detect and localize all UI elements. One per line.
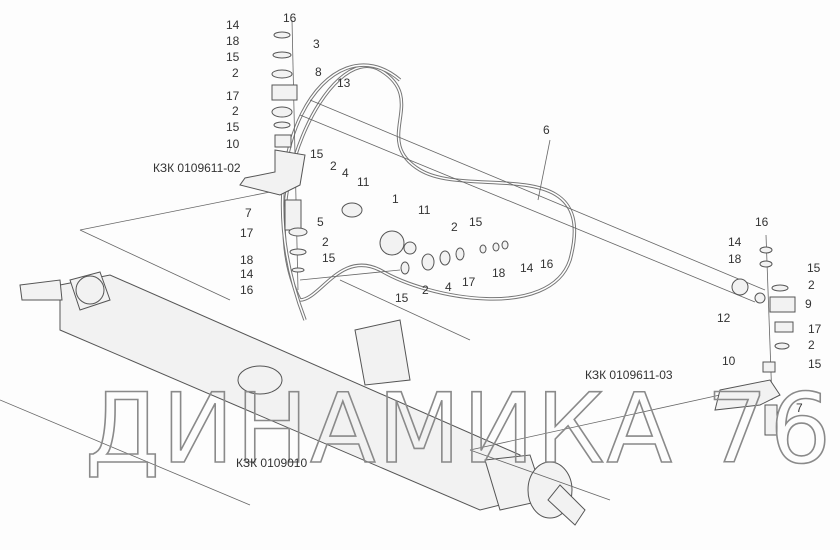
callout-16: 16 <box>540 257 554 271</box>
callout-11: 11 <box>357 175 370 189</box>
callout-9: 9 <box>805 297 812 311</box>
callout-17: 17 <box>808 322 822 336</box>
callout-2: 2 <box>422 283 429 297</box>
callout-8: 8 <box>315 65 322 79</box>
callout-4: 4 <box>445 280 452 294</box>
callout-10: 10 <box>226 137 240 151</box>
callout-17: 17 <box>462 275 476 289</box>
callout-4: 4 <box>342 166 349 180</box>
watermark: ДИНАМИКА 76 <box>85 373 833 485</box>
callout-2: 2 <box>232 66 239 80</box>
callout-15: 15 <box>322 251 336 265</box>
callout-18: 18 <box>728 252 742 266</box>
callout-3: 3 <box>313 37 320 51</box>
callout-15: 15 <box>226 120 240 134</box>
left-knuckle-stack <box>239 19 363 291</box>
callout-11: 11 <box>418 203 431 217</box>
callout-1: 1 <box>392 192 399 206</box>
callout-15: 15 <box>808 357 822 371</box>
callout-14: 14 <box>226 18 240 32</box>
callout-15: 15 <box>469 215 483 229</box>
callout-15: 15 <box>310 147 324 161</box>
callout-2: 2 <box>808 278 815 292</box>
axle-beam <box>19 271 586 526</box>
callout-17: 17 <box>240 226 254 240</box>
callout-2: 2 <box>451 220 458 234</box>
leader-lines <box>0 139 721 506</box>
callout-15: 15 <box>226 50 240 64</box>
callout-16: 16 <box>283 11 297 25</box>
callout-16: 16 <box>240 283 254 297</box>
callout-7: 7 <box>245 206 252 220</box>
callout-2: 2 <box>232 104 239 118</box>
brake-hoses <box>280 63 577 321</box>
callout-14: 14 <box>240 267 254 281</box>
callout-2: 2 <box>330 159 337 173</box>
callout-17: 17 <box>226 89 240 103</box>
callout-14: 14 <box>520 261 534 275</box>
callout-2: 2 <box>808 338 815 352</box>
callout-6: 6 <box>543 123 550 137</box>
label-axle-beam: КЗК 0109010 <box>236 456 307 470</box>
tie-rod <box>299 99 766 303</box>
callout-7: 7 <box>796 401 803 415</box>
callout-12: 12 <box>717 311 731 325</box>
callout-13: 13 <box>337 76 351 90</box>
callout-16: 16 <box>755 215 769 229</box>
callout-15: 15 <box>395 291 409 305</box>
callout-5: 5 <box>317 215 324 229</box>
middle-stack <box>379 230 509 275</box>
callout-18: 18 <box>240 253 254 267</box>
right-knuckle-stack <box>714 234 796 436</box>
callout-2: 2 <box>322 235 329 249</box>
label-left-knuckle: КЗК 0109611-02 <box>153 161 241 175</box>
callout-10: 10 <box>722 354 736 368</box>
callout-14: 14 <box>728 235 742 249</box>
callout-18: 18 <box>226 34 240 48</box>
label-right-knuckle: КЗК 0109611-03 <box>585 368 673 382</box>
callout-15: 15 <box>807 261 821 275</box>
callout-18: 18 <box>492 266 506 280</box>
